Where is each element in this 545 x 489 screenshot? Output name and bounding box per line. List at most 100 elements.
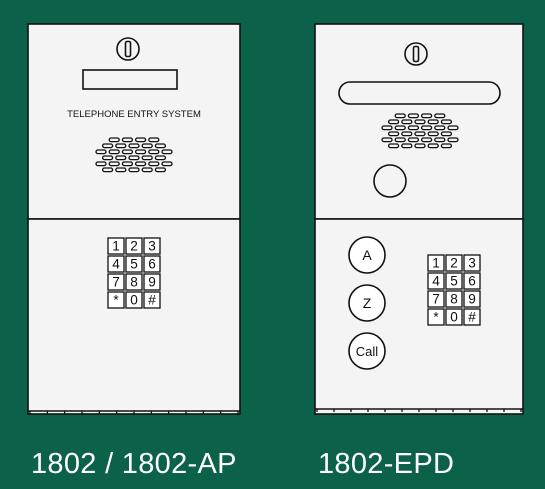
grille-slot — [420, 113, 433, 119]
grille-slot — [115, 155, 127, 161]
keypad-key-label: 3 — [468, 255, 476, 270]
keypad-key[interactable] — [463, 308, 481, 326]
keypad-key-label: 9 — [468, 291, 476, 306]
keypad-key[interactable] — [445, 308, 463, 326]
display-window-icon — [82, 69, 178, 90]
keypad-key-label: 7 — [432, 291, 440, 306]
keypad-key[interactable] — [125, 273, 143, 291]
z-button[interactable] — [348, 284, 386, 322]
grille-slot — [115, 143, 127, 149]
grille-slot — [121, 149, 134, 155]
camera-lens-icon — [373, 164, 407, 198]
speaker-grille-icon — [95, 137, 173, 173]
keypad-key[interactable] — [427, 254, 445, 272]
grille-slot — [434, 137, 446, 143]
grille-slot — [128, 155, 140, 161]
grille-slot — [427, 131, 439, 137]
grille-slot — [447, 137, 459, 143]
keypad-key-label: 4 — [432, 273, 440, 288]
keypad-key[interactable] — [107, 273, 125, 291]
a-button[interactable] — [348, 236, 386, 274]
a-button-label: A — [362, 247, 372, 263]
keypad-key-label: 0 — [130, 292, 138, 307]
grille-slot — [420, 125, 433, 131]
grille-slot — [394, 113, 406, 119]
keypad-key[interactable] — [107, 255, 125, 273]
keypad-key-label: 0 — [450, 309, 458, 324]
keypad-key[interactable] — [445, 290, 463, 308]
keypad-key-label: 6 — [148, 256, 156, 271]
keypad-key-label: 8 — [130, 274, 138, 289]
grille-slot — [95, 149, 107, 155]
grille-slot — [108, 149, 120, 155]
grille-slot — [414, 131, 426, 137]
keypad-key[interactable] — [463, 272, 481, 290]
grille-slot — [148, 149, 160, 155]
keypad-key[interactable] — [107, 237, 125, 255]
grille-slot — [381, 125, 393, 131]
keypad-key-label: * — [113, 292, 119, 307]
grille-slot — [101, 155, 114, 161]
call-button[interactable] — [348, 332, 386, 370]
keypad-key[interactable] — [463, 290, 481, 308]
grille-slot — [95, 161, 107, 167]
grille-slot — [440, 131, 453, 137]
grille-slot — [161, 161, 173, 167]
grille-slot — [440, 119, 453, 125]
grille-slot — [427, 119, 439, 125]
keypad-key-label: 1 — [112, 238, 120, 253]
grille-slot — [394, 125, 406, 131]
keypad-key-label: 6 — [468, 273, 476, 288]
keypad-key[interactable] — [107, 291, 125, 309]
grille-slot — [141, 167, 153, 173]
keypad-key-label: 2 — [130, 238, 138, 253]
keypad-key[interactable] — [427, 272, 445, 290]
keypad-key-label: 4 — [112, 256, 120, 271]
keypad-key[interactable] — [143, 291, 161, 309]
keypad-key[interactable] — [445, 272, 463, 290]
grille-slot — [134, 161, 147, 167]
grille-slot — [414, 143, 426, 149]
grille-slot — [154, 167, 167, 173]
grille-slot — [148, 137, 160, 143]
grille-slot — [121, 137, 134, 143]
call-button-label: Call — [356, 344, 379, 359]
keypad-key[interactable] — [143, 255, 161, 273]
grille-slot — [148, 161, 160, 167]
grille-slot — [427, 143, 439, 149]
keypad-key-label: # — [148, 292, 156, 307]
grille-slot — [115, 167, 127, 173]
keypad-key[interactable] — [125, 291, 143, 309]
keypad-key[interactable] — [427, 290, 445, 308]
keypad-key[interactable] — [427, 308, 445, 326]
grille-slot — [434, 113, 446, 119]
grille-slot — [407, 113, 420, 119]
key-lock-icon — [404, 42, 428, 66]
grille-slot — [401, 143, 413, 149]
grille-slot — [420, 137, 433, 143]
keypad-key[interactable] — [125, 237, 143, 255]
grille-slot — [101, 143, 114, 149]
grille-slot — [440, 143, 453, 149]
keypad-key-label: 3 — [148, 238, 156, 253]
grille-slot — [154, 155, 167, 161]
grille-slot — [387, 119, 400, 125]
grille-slot — [134, 149, 147, 155]
keypad-key[interactable] — [463, 254, 481, 272]
keypad-key-label: 5 — [130, 256, 138, 271]
keypad-key-label: # — [468, 309, 476, 324]
grille-slot — [161, 149, 173, 155]
keypad-key[interactable] — [143, 273, 161, 291]
keypad-key[interactable] — [445, 254, 463, 272]
grille-slot — [447, 125, 459, 131]
keypad-key[interactable] — [143, 237, 161, 255]
grille-slot — [154, 143, 167, 149]
keypad-key[interactable] — [125, 255, 143, 273]
keypad-key-label: 5 — [450, 273, 458, 288]
grille-slot — [101, 167, 114, 173]
z-button-label: Z — [363, 295, 372, 311]
